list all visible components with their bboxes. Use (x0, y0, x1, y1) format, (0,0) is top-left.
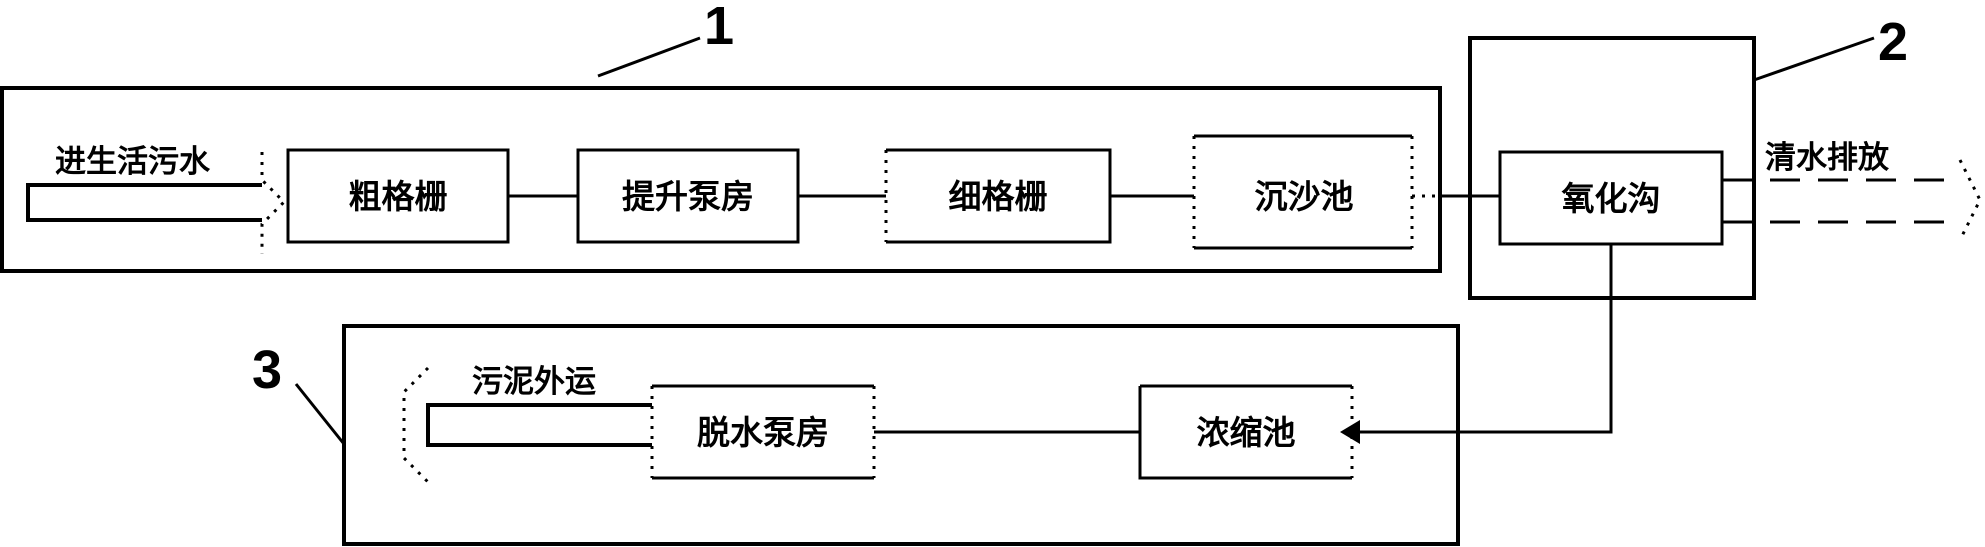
inlet-pipe (26, 183, 262, 222)
box-grit-chamber (1194, 134, 1412, 250)
box-lift-pump-label: 提升泵房 (622, 177, 754, 216)
outlet-arrow (1958, 159, 1982, 241)
unit-1-number: 1 (704, 0, 734, 56)
unit-2-leader (1753, 36, 1875, 82)
box-dewatering (652, 384, 874, 480)
unit-3-leader (294, 383, 346, 445)
box-coarse-screen-label: 粗格栅 (349, 177, 448, 216)
unit-3-number: 3 (252, 340, 282, 400)
box-dewatering-label: 脱水泵房 (697, 413, 829, 452)
unit-2-number: 2 (1878, 12, 1908, 72)
box-fine-screen-label: 细格栅 (949, 177, 1048, 216)
sludge-label: 污泥外运 (472, 364, 596, 400)
box-thickener-label: 浓缩池 (1197, 413, 1296, 452)
unit-3-frame (342, 324, 1460, 546)
unit-1-leader (597, 36, 701, 78)
box-thickener (1138, 384, 1352, 480)
sludge-pipe (426, 403, 652, 447)
inlet-label: 进生活污水 (55, 144, 211, 180)
inlet-arrow (260, 152, 287, 254)
box-grit-chamber-label: 沉沙池 (1255, 177, 1354, 216)
box-oxidation-ditch-label: 氧化沟 (1562, 179, 1661, 218)
link-oxidation-thickener (1360, 244, 1613, 434)
unit-1-frame (0, 86, 1442, 273)
arrow-into-thickener (1340, 420, 1360, 444)
sludge-arrow (402, 366, 430, 484)
outlet-label: 清水排放 (1765, 140, 1890, 176)
